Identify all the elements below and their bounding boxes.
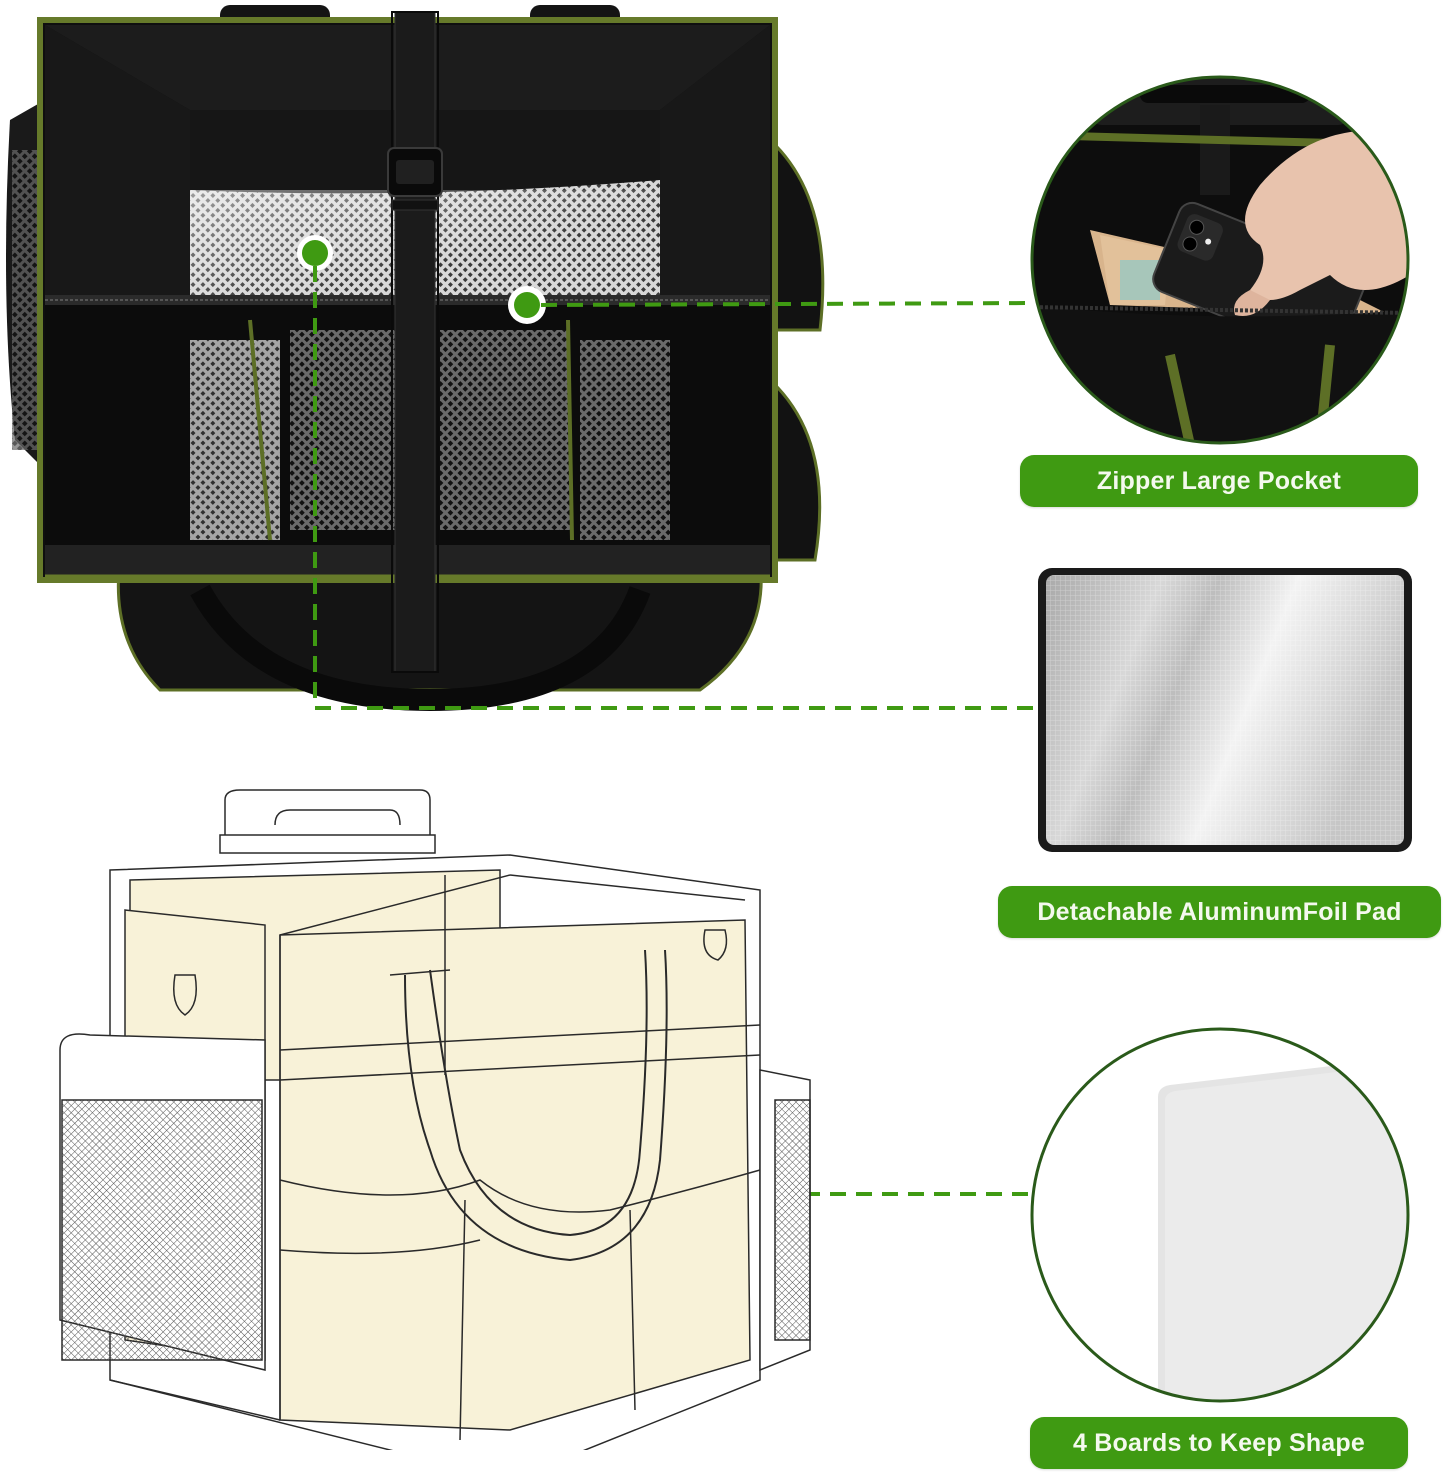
foil-pad-image <box>1035 565 1415 855</box>
feature-label-boards: 4 Boards to Keep Shape <box>1030 1417 1408 1469</box>
bag-top-view-photo <box>0 0 830 720</box>
white-board-illustration <box>1030 1027 1410 1403</box>
bag-line-diagram <box>50 780 820 1450</box>
aluminum-foil-pad-illustration <box>1038 568 1412 852</box>
feature-label-foil-pad: Detachable AluminumFoil Pad <box>998 886 1441 938</box>
hand-phone-pocket-illustration <box>1030 75 1410 445</box>
marker-dot-foil-pad <box>302 240 328 266</box>
bag-line-drawing <box>59 789 811 1450</box>
zipper-pocket-image <box>1030 75 1410 445</box>
boards-image <box>1030 1025 1410 1405</box>
marker-dot-zipper-pocket <box>514 292 540 318</box>
bag-top-view-illustration <box>6 5 825 712</box>
feature-label-zipper-pocket: Zipper Large Pocket <box>1020 455 1418 507</box>
